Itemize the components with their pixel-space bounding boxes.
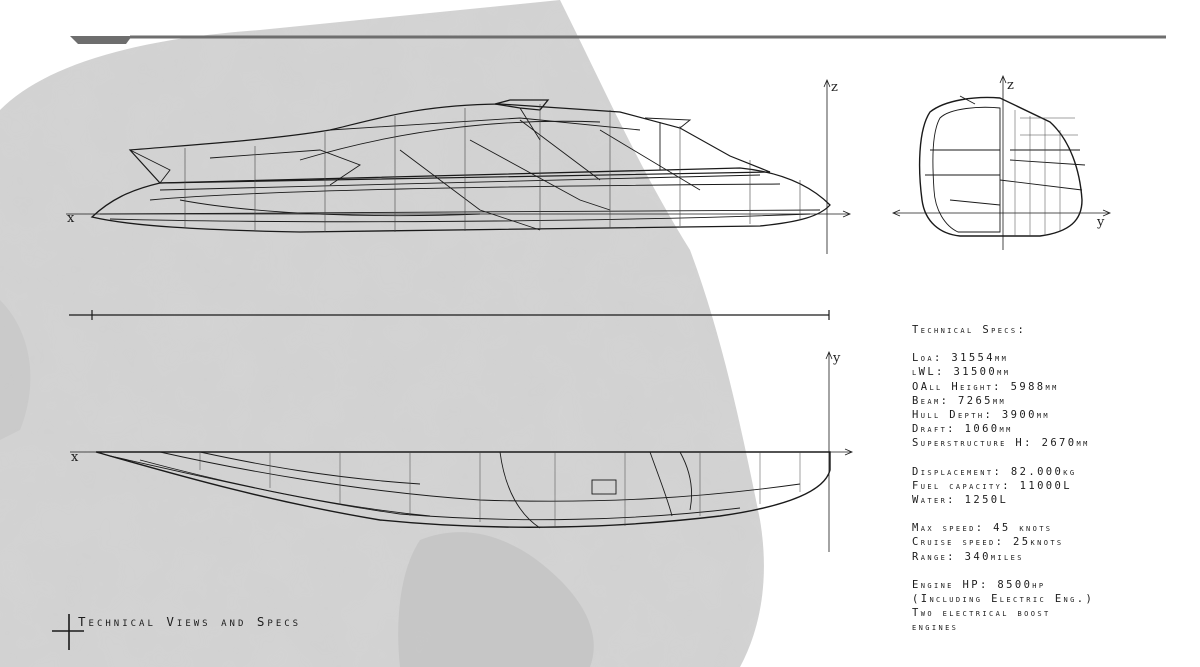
specs-group-dimensions: Loa: 31554mm lWL: 31500mm OAll Height: 5… xyxy=(912,351,1192,450)
spec-boost-engines-cont: engines xyxy=(912,621,959,634)
spec-fuel-capacity: Fuel capacity: 11000L xyxy=(912,479,1072,492)
spec-beam: Beam: 7265mm xyxy=(912,394,1007,407)
spec-engine-note: (Including Electric Eng.) xyxy=(912,593,1095,606)
specs-heading: Technical Specs: xyxy=(912,324,1027,336)
spec-overall-height: OAll Height: 5988mm xyxy=(912,380,1059,393)
plan-y-label: y xyxy=(832,351,841,366)
spec-lwl: lWL: 31500mm xyxy=(912,366,1011,379)
specs-group-capacities: Displacement: 82.000kg Fuel capacity: 11… xyxy=(912,465,1192,508)
front-elevation-view: z y xyxy=(891,74,1112,250)
spec-superstructure-height: Superstructure H: 2670mm xyxy=(912,437,1090,450)
front-y-label: y xyxy=(1096,215,1105,230)
side-elevation-view: x z xyxy=(66,78,852,254)
spec-max-speed: Max speed: 45 knots xyxy=(912,522,1053,535)
spec-range: Range: 340miles xyxy=(912,550,1024,563)
plan-x-label: x xyxy=(71,450,79,465)
spec-boost-engines: Two electrical boost xyxy=(912,607,1051,620)
spec-hull-depth: Hull Depth: 3900mm xyxy=(912,409,1051,422)
spec-displacement: Displacement: 82.000kg xyxy=(912,465,1077,478)
spec-cruise-speed: Cruise speed: 25knots xyxy=(912,536,1064,549)
plan-view: x y xyxy=(70,350,854,552)
technical-specs-panel: Technical Specs: Loa: 31554mm lWL: 31500… xyxy=(912,323,1192,649)
specs-group-performance: Max speed: 45 knots Cruise speed: 25knot… xyxy=(912,521,1192,564)
side-z-label: z xyxy=(831,80,838,95)
scale-rule xyxy=(69,310,830,320)
spec-draft: Draft: 1060mm xyxy=(912,423,1013,436)
page-caption: Technical Views and Specs xyxy=(78,614,302,629)
specs-group-engine: Engine HP: 8500hp (Including Electric En… xyxy=(912,578,1192,635)
spec-water: Water: 1250L xyxy=(912,494,1009,507)
header-rule xyxy=(70,35,1166,44)
spec-loa: Loa: 31554mm xyxy=(912,352,1009,365)
front-z-label: z xyxy=(1007,78,1014,93)
background-splash xyxy=(0,0,764,667)
spec-engine-hp: Engine HP: 8500hp xyxy=(912,578,1046,591)
side-x-label: x xyxy=(67,211,75,226)
crosshair-icon xyxy=(52,614,84,650)
